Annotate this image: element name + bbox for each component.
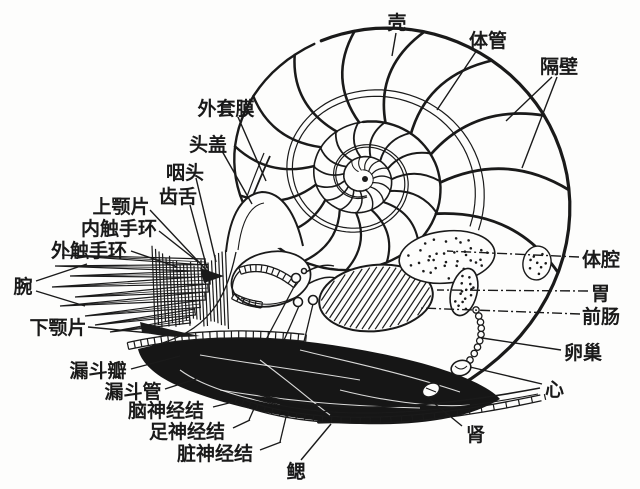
label-outer-tentacle-ring: 外触手环 [51,239,127,262]
label-inner-tentacle-ring: 内触手环 [81,217,157,240]
leader-line-inner-tentacle-ring [158,230,198,262]
leader-line-heart [469,366,543,385]
label-cerebral-ganglion: 脑神经结 [127,399,204,422]
leader-line-pedal-ganglion [232,419,251,429]
label-pharynx: 咽头 [166,162,204,184]
label-radula: 齿舌 [159,185,197,208]
label-arms: 腕 [12,275,32,298]
leader-line-visceral-ganglion [259,441,282,451]
leader-line-siphuncle [436,49,478,111]
leader-line-ovary [481,337,562,351]
leader-lines [35,32,589,461]
leader-line-funnel-valve [130,355,181,370]
label-body-cavity: 体腔 [582,248,620,271]
leader-line-septum [505,76,553,122]
leader-line-mantle [237,116,267,182]
leader-line-body-cavity [446,250,580,258]
leader-line-funnel-tube [164,377,200,390]
label-lower-jaw-plate: 下颚片 [29,316,86,339]
leader-line-foregut [419,307,581,315]
shell-spiral [233,26,572,424]
label-foregut: 前肠 [582,305,620,328]
leader-line-outer-tentacle-ring [130,250,178,268]
label-funnel-valve: 漏斗瓣 [69,360,126,382]
leader-line-septum [521,76,558,169]
leader-line-radula [189,204,208,269]
label-kidney: 肾 [466,424,485,446]
label-hood: 头盖 [189,133,227,156]
leader-line-stomach [436,289,589,292]
leader-line-gill [300,423,332,461]
label-texts: 壳体管隔壁外套膜头盖咽头齿舌上颚片内触手环外触手环腕下颚片漏斗瓣漏斗管脑神经结足… [12,11,620,483]
leader-line-upper-jaw-plate [149,209,212,276]
label-siphuncle: 体管 [469,29,507,52]
label-pedal-ganglion: 足神经结 [149,420,225,443]
label-septum: 隔壁 [540,55,578,78]
leader-line-arms [35,263,88,282]
label-ovary: 卵巢 [564,341,603,364]
leader-line-shell [391,32,397,57]
leader-line-pharynx [195,177,217,263]
leader-line-hood [221,150,253,205]
leader-line-cerebral-ganglion [212,401,234,408]
leader-line-kidney [428,398,463,427]
label-mantle: 外套膜 [197,97,254,120]
label-shell: 壳 [386,11,406,34]
label-gill: 鳃 [286,460,305,483]
label-upper-jaw-plate: 上颚片 [92,195,149,218]
leader-line-arms [35,290,86,307]
label-funnel-tube: 漏斗管 [104,380,161,403]
label-visceral-ganglion: 脏神经结 [177,442,253,465]
leader-line-lower-jaw-plate [87,326,151,334]
label-stomach: 胃 [591,283,610,305]
label-heart: 心 [545,379,564,401]
